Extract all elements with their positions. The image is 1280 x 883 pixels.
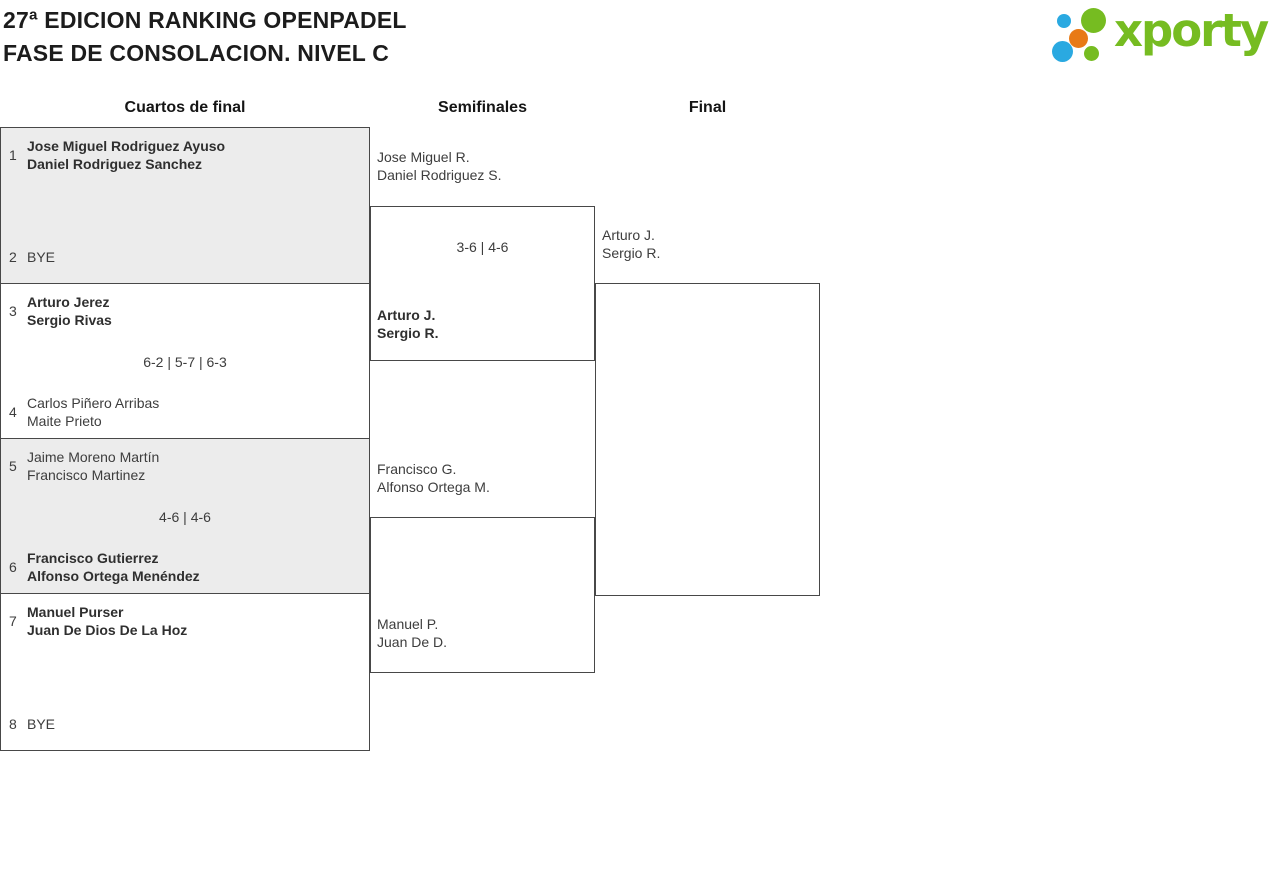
player-name: BYE	[27, 249, 56, 265]
player-name: Arturo Jerez	[27, 294, 110, 310]
team-row: 7 Manuel Purser Juan De Dios De La Hoz	[1, 603, 369, 639]
player-name: Jaime Moreno Martín	[27, 449, 160, 465]
team-row: 2 BYE	[1, 239, 369, 275]
player-name: Francisco G.	[377, 461, 457, 477]
seed-number: 6	[9, 559, 17, 575]
player-name: Arturo J.	[377, 307, 436, 323]
final-top-team: Arturo J. Sergio R.	[602, 226, 660, 262]
player-name: Francisco Gutierrez	[27, 550, 159, 566]
player-name: Alfonso Ortega M.	[377, 479, 490, 495]
player-name: Arturo J.	[602, 227, 655, 243]
team-row: 4 Carlos Piñero Arribas Maite Prieto	[1, 394, 369, 430]
player-name: Sergio R.	[377, 325, 439, 341]
logo-dot-green-large-icon	[1081, 8, 1106, 33]
match-score: 4-6 | 4-6	[159, 508, 211, 525]
qf-match-1-box: 1 Jose Miguel Rodriguez Ayuso Daniel Rod…	[0, 127, 370, 284]
player-name: Manuel Purser	[27, 604, 124, 620]
qf-match-4-box: 7 Manuel Purser Juan De Dios De La Hoz 8…	[0, 593, 370, 751]
seed-number: 2	[9, 249, 17, 265]
team-row: 6 Francisco Gutierrez Alfonso Ortega Men…	[1, 549, 369, 585]
round-header-semifinales: Semifinales	[438, 99, 527, 116]
xporty-logo[interactable]: xporty	[1048, 2, 1280, 68]
team-row: 3 Arturo Jerez Sergio Rivas	[1, 293, 369, 329]
xporty-wordmark: xporty	[1114, 4, 1269, 57]
player-name: Juan De D.	[377, 634, 448, 650]
qf-match-2-box: 3 Arturo Jerez Sergio Rivas 6-2 | 5-7 | …	[0, 283, 370, 439]
match-score: 3-6 | 4-6	[456, 239, 509, 255]
sf2-top-team: Francisco G. Alfonso Ortega M.	[377, 460, 490, 496]
player-name: Daniel Rodriguez S.	[377, 167, 502, 183]
logo-dot-green-small-icon	[1084, 46, 1099, 61]
sf1-top-team: Jose Miguel R. Daniel Rodriguez S.	[377, 148, 502, 184]
round-header-final: Final	[688, 99, 727, 116]
sf-match-2-box	[370, 517, 595, 673]
player-name: Jose Miguel Rodriguez Ayuso	[27, 138, 226, 154]
team-row: 1 Jose Miguel Rodriguez Ayuso Daniel Rod…	[1, 137, 369, 173]
title-line-2: FASE DE CONSOLACION. NIVEL C	[3, 40, 389, 66]
round-header-cuartos: Cuartos de final	[124, 99, 246, 116]
player-name: Daniel Rodriguez Sanchez	[27, 156, 203, 172]
logo-dot-blue-large-icon	[1052, 41, 1073, 62]
player-name: Sergio Rivas	[27, 312, 112, 328]
seed-number: 1	[9, 147, 17, 163]
seed-number: 5	[9, 458, 17, 474]
seed-number: 4	[9, 404, 17, 420]
player-name: Maite Prieto	[27, 413, 102, 429]
player-name: Carlos Piñero Arribas	[27, 395, 160, 411]
team-row: 5 Jaime Moreno Martín Francisco Martinez	[1, 448, 369, 484]
player-name: Manuel P.	[377, 616, 439, 632]
player-name: Sergio R.	[602, 245, 661, 261]
title-line-1: 27ª EDICION RANKING OPENPADEL	[3, 7, 407, 33]
seed-number: 3	[9, 303, 17, 319]
player-name: Jose Miguel R.	[377, 149, 470, 165]
player-name: Juan De Dios De La Hoz	[27, 622, 188, 638]
sf1-bottom-team: Arturo J. Sergio R.	[377, 306, 438, 342]
seed-number: 7	[9, 613, 17, 629]
sf2-bottom-team: Manuel P. Juan De D.	[377, 615, 447, 651]
match-score: 6-2 | 5-7 | 6-3	[143, 353, 227, 370]
player-name: BYE	[27, 716, 56, 732]
team-row: 8 BYE	[1, 706, 369, 742]
player-name: Francisco Martinez	[27, 467, 146, 483]
player-name: Alfonso Ortega Menéndez	[27, 568, 200, 584]
final-match-box	[595, 283, 820, 596]
sf-match-1-box	[370, 206, 595, 361]
logo-dot-blue-small-icon	[1057, 14, 1071, 28]
logo-dot-orange-icon	[1069, 29, 1088, 48]
qf-match-3-box: 5 Jaime Moreno Martín Francisco Martinez…	[0, 438, 370, 594]
page-title: 27ª EDICION RANKING OPENPADEL FASE DE CO…	[3, 4, 407, 70]
seed-number: 8	[9, 716, 17, 732]
